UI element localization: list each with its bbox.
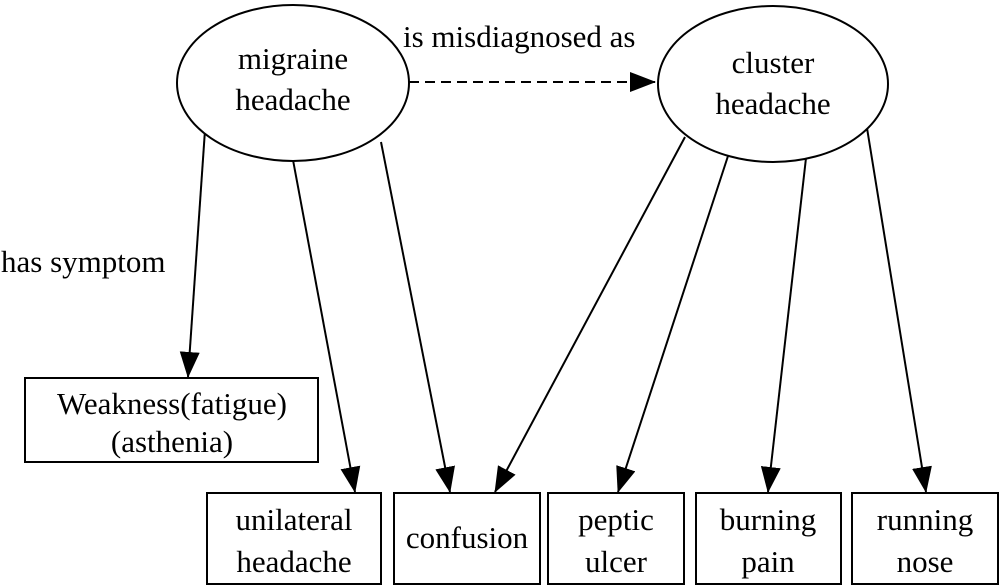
node-label-line: (asthenia) [111,424,233,459]
edge-migraine-to-weakness [179,129,206,378]
node-confusion[interactable]: confusion [393,492,541,585]
node-running-nose[interactable]: running nose [851,492,999,585]
node-peptic-ulcer[interactable]: peptic ulcer [547,492,685,585]
node-label-line: nose [897,544,954,579]
node-unilateral-headache[interactable]: unilateral headache [206,492,382,585]
node-label-line: running [877,502,973,537]
node-burning-pain[interactable]: burning pain [695,492,842,585]
node-label-line: confusion [406,520,529,555]
edge-label-misdiagnosed: is misdiagnosed as [403,19,636,54]
node-cluster-headache[interactable]: cluster headache [657,5,889,163]
edge-migraine-to-unilateral [292,159,361,493]
node-label-line: peptic [578,502,654,537]
edge-cluster-to-running [866,127,932,493]
node-label-line: cluster [732,45,815,80]
node-label-line: headache [715,86,830,121]
node-weakness-fatigue[interactable]: Weakness(fatigue) (asthenia) [24,377,319,463]
node-label-line: Weakness(fatigue) [57,386,287,421]
edge-cluster-to-peptic [616,155,729,493]
node-migraine-headache[interactable]: migraine headache [176,4,410,162]
edge-migraine-to-confusion [380,141,455,493]
node-label-line: unilateral [235,502,352,537]
node-label-line: migraine [238,41,348,76]
node-label-line: pain [741,544,795,579]
node-label-line: burning [720,502,816,537]
node-label-line: ulcer [585,544,648,579]
edge-cluster-to-confusion [494,136,686,493]
node-label-line: headache [236,544,351,579]
edges [179,72,932,493]
edge-label-has-symptom: has symptom [1,244,165,279]
node-label-line: headache [235,82,350,117]
edge-cluster-to-burning [760,157,807,493]
